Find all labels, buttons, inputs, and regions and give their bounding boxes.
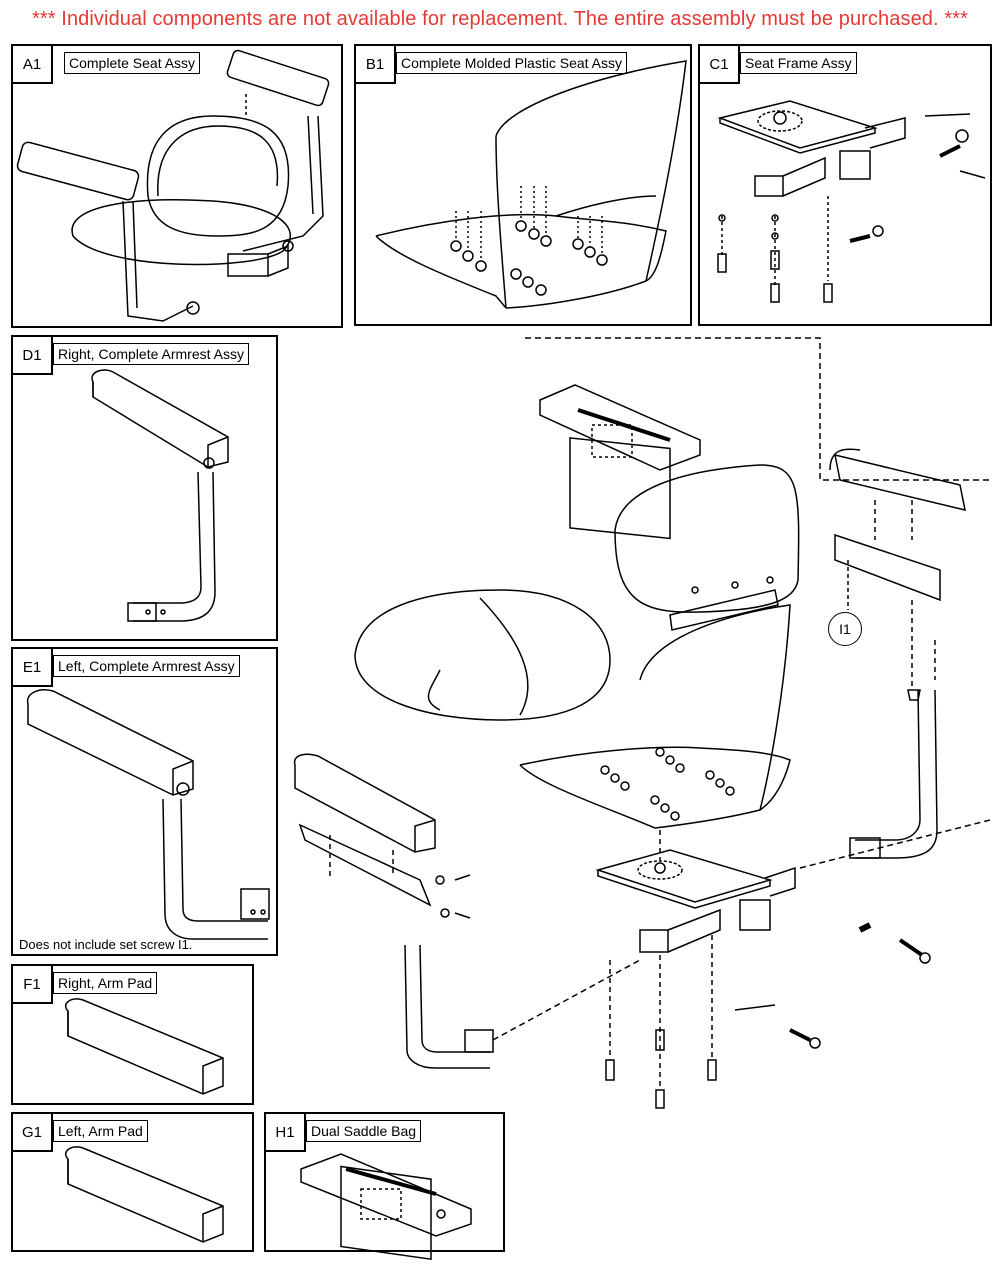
panel-title: Left, Complete Armrest Assy	[53, 655, 240, 677]
panel-code: H1	[266, 1114, 306, 1152]
panel-code: A1	[13, 46, 53, 84]
seat-frame-assembly-drawing	[717, 100, 986, 303]
panel-c1-seat-frame-assy[interactable]: C1 Seat Frame Assy	[698, 44, 992, 326]
panel-code: C1	[700, 46, 740, 84]
complete-seat-assembly-drawing	[16, 49, 330, 322]
exploded-left-arm-pad	[293, 753, 471, 919]
panel-title: Right, Arm Pad	[53, 972, 158, 994]
panel-h1-dual-saddle-bag[interactable]: H1 Dual Saddle Bag	[264, 1112, 505, 1261]
panel-f1-right-arm-pad[interactable]: F1 Right, Arm Pad	[11, 964, 254, 1105]
panel-code: G1	[13, 1114, 53, 1152]
panel-code: D1	[13, 337, 53, 375]
exploded-left-armrest-post	[404, 944, 641, 1069]
panel-g1-left-arm-pad[interactable]: G1 Left, Arm Pad	[11, 1112, 254, 1252]
panel-title: Dual Saddle Bag	[306, 1120, 422, 1142]
left-arm-pad-drawing	[64, 1146, 224, 1243]
panel-b1-molded-plastic-seat-assy[interactable]: B1 Complete Molded Plastic Seat Assy	[354, 44, 692, 326]
exploded-right-armrest-post	[849, 640, 938, 859]
panel-d1-right-armrest-assy[interactable]: D1 Right, Complete Armrest Assy	[11, 335, 278, 641]
panel-title: Seat Frame Assy	[740, 52, 857, 74]
panel-title: Right, Complete Armrest Assy	[53, 343, 249, 365]
dual-saddle-bag-drawing	[300, 1153, 472, 1261]
panel-code: B1	[356, 46, 396, 84]
exploded-seat-frame	[595, 819, 991, 1109]
replacement-warning-banner: *** Individual components are not availa…	[31, 8, 968, 30]
exploded-seat-cushion	[354, 589, 611, 721]
panel-title: Left, Arm Pad	[53, 1120, 148, 1142]
panel-title: Complete Molded Plastic Seat Assy	[396, 52, 627, 74]
exploded-seat-shell	[519, 604, 791, 829]
left-armrest-drawing	[26, 689, 270, 940]
panel-code: F1	[13, 966, 53, 1004]
molded-plastic-seat-drawing	[375, 60, 687, 309]
exploded-right-arm-pad	[829, 448, 966, 701]
panel-title: Complete Seat Assy	[64, 52, 201, 74]
panel-e1-left-armrest-assy[interactable]: E1 Left, Complete Armrest Assy Does not …	[11, 647, 278, 956]
panel-code: E1	[13, 649, 53, 687]
exploded-seat-back	[614, 464, 800, 631]
callout-set-screw-i1: I1	[828, 612, 862, 646]
right-arm-pad-drawing	[64, 998, 224, 1095]
right-armrest-drawing	[91, 369, 229, 622]
panel-a1-complete-seat-assy[interactable]: A1 Complete Seat Assy	[11, 44, 343, 328]
exploded-saddle-bag	[525, 337, 990, 540]
armrest-note: Does not include set screw I1.	[19, 937, 193, 952]
